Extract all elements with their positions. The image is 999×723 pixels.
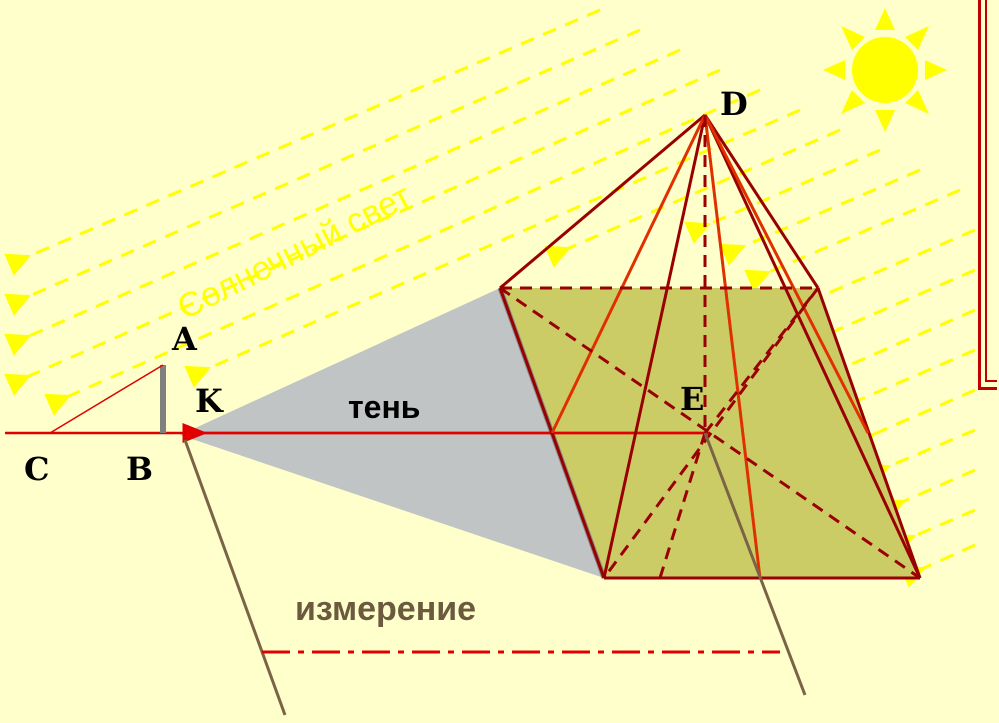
measurement-label: измерение bbox=[295, 590, 476, 628]
label-e: E bbox=[680, 380, 704, 418]
note-box-border bbox=[978, 0, 997, 390]
measure-guides bbox=[183, 432, 807, 716]
label-d: D bbox=[720, 85, 748, 123]
label-a: A bbox=[171, 320, 198, 358]
note-box-inner-border bbox=[985, 0, 997, 382]
label-c: C bbox=[24, 450, 49, 488]
label-k: K bbox=[195, 382, 224, 420]
hidden-edges bbox=[499, 115, 921, 580]
sunlight-label: Солнечный свет bbox=[171, 177, 417, 327]
label-b: B bbox=[126, 450, 153, 488]
pyramid-apothems bbox=[550, 114, 870, 579]
sun-rays bbox=[4, 8, 976, 588]
shadow-label: тень bbox=[348, 389, 420, 425]
ray-ac bbox=[49, 364, 164, 434]
sun-icon bbox=[823, 8, 947, 132]
